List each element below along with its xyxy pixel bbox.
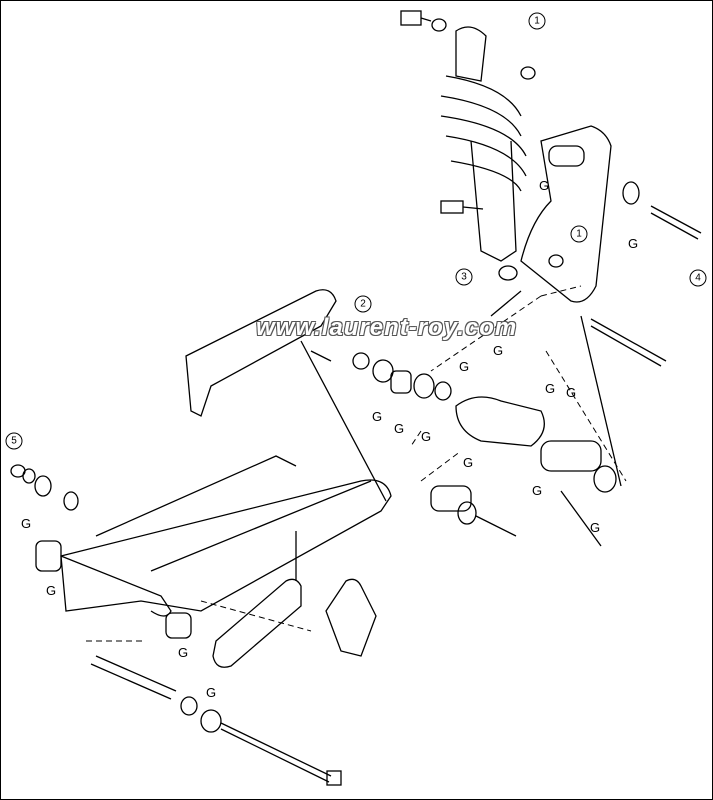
pivot-shaft xyxy=(90,655,342,786)
grease-mark: G xyxy=(565,385,577,400)
swingarm-nuts xyxy=(10,464,79,511)
shock-absorber xyxy=(400,10,527,262)
grease-mark: G xyxy=(458,359,470,374)
grease-mark: G xyxy=(544,381,556,396)
callout-4: 4 xyxy=(689,269,707,287)
relay-arm xyxy=(490,66,702,487)
grease-mark: G xyxy=(205,685,217,700)
callout-1: 1 xyxy=(528,12,546,30)
grease-mark: G xyxy=(531,483,543,498)
chain-guard xyxy=(185,289,387,502)
callout-3: 3 xyxy=(455,268,473,286)
grease-mark: G xyxy=(462,455,474,470)
grease-mark: G xyxy=(393,421,405,436)
swingarm xyxy=(35,455,392,639)
grease-mark: G xyxy=(538,178,550,193)
grease-mark: G xyxy=(45,583,57,598)
watermark: www.laurent-roy.com xyxy=(256,314,518,341)
grease-mark: G xyxy=(20,516,32,531)
grease-mark: G xyxy=(627,236,639,251)
grease-mark: G xyxy=(371,409,383,424)
callout-5: 5 xyxy=(5,432,23,450)
grease-mark: G xyxy=(589,520,601,535)
connecting-rod xyxy=(352,352,617,547)
grease-mark: G xyxy=(177,645,189,660)
guide-lines xyxy=(86,285,627,642)
callout-1: 1 xyxy=(570,225,588,243)
grease-mark: G xyxy=(420,429,432,444)
grease-mark: G xyxy=(492,343,504,358)
callout-2: 2 xyxy=(354,295,372,313)
chain-slider xyxy=(212,578,377,668)
